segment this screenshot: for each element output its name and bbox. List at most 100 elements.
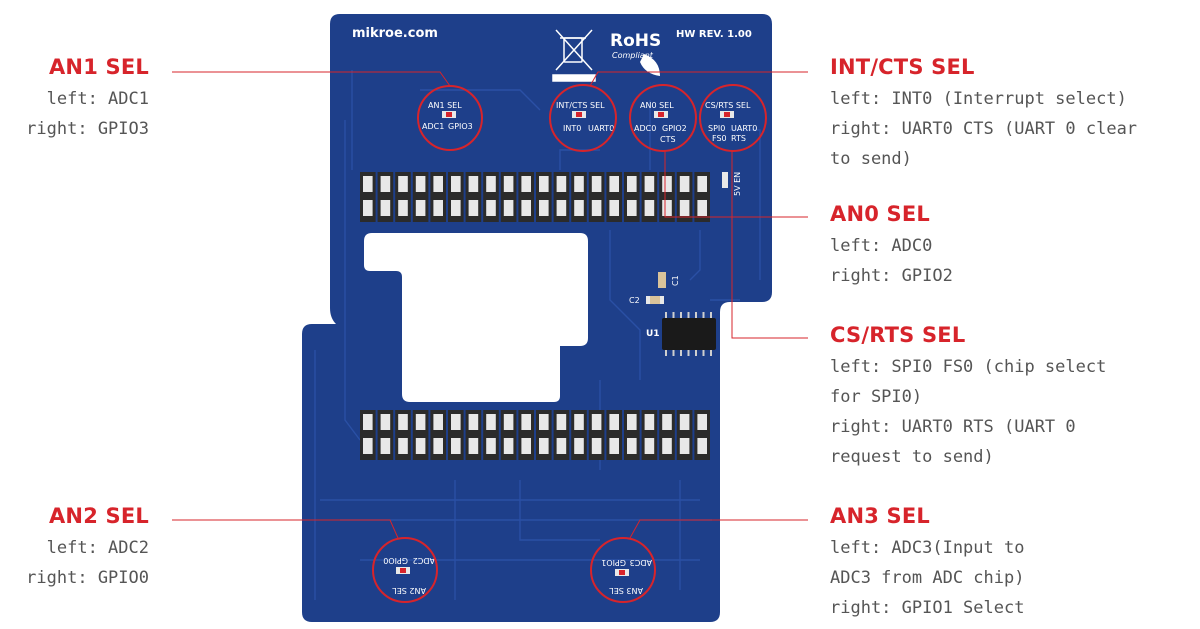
header-pad (556, 176, 567, 192)
header-pad (662, 176, 672, 192)
brand-label: mikroe.com (352, 26, 438, 41)
header-pad (574, 438, 584, 454)
header-pad (521, 414, 531, 430)
header-pad (644, 414, 655, 430)
annotation-an1: AN1 SEL left: ADC1 right: GPIO3 (26, 54, 149, 144)
header-pad (679, 438, 690, 454)
pin-header-top (360, 172, 710, 222)
callout-circle-an3 (590, 537, 656, 603)
leader-csrts (731, 151, 808, 339)
header-pad (468, 200, 479, 216)
header-pad (609, 414, 619, 430)
header-pad (574, 176, 584, 192)
callout-circle-intcts (549, 84, 617, 152)
header-pad (556, 414, 567, 430)
annotation-intcts-line: left: INT0 (Interrupt select) (830, 89, 1127, 109)
header-pad (539, 176, 549, 192)
header-pad (697, 200, 707, 216)
header-pad (556, 200, 567, 216)
pin-header-bottom (360, 410, 710, 460)
intcts-silk-right: UART0 (588, 124, 614, 133)
header-pad (627, 414, 637, 430)
jumper-an1: AN1 SEL ADC1 GPIO3 (422, 101, 473, 131)
jumper-an0: AN0 SEL ADC0 GPIO2 CTS (634, 101, 687, 144)
chip-u1: U1 (646, 312, 716, 356)
header-pad (415, 200, 426, 216)
an1-silk-left: ADC1 (422, 122, 444, 131)
header-pad (433, 438, 443, 454)
fiveven-silk: 5V EN (733, 172, 742, 196)
annotation-intcts-line: right: UART0 CTS (UART 0 clear (830, 119, 1138, 139)
annotation-an3-line: left: ADC3(Input to (830, 538, 1025, 558)
callout-circle-an2 (372, 537, 438, 603)
jumper-5v-en: 5V EN (722, 172, 742, 196)
annotation-an2-title: AN2 SEL (48, 504, 149, 528)
header-pad (398, 414, 408, 430)
header-pad (503, 438, 514, 454)
header-pad (679, 414, 690, 430)
header-pad (662, 200, 672, 216)
header-pad (363, 438, 373, 454)
header-pad (627, 176, 637, 192)
header-pad (468, 438, 479, 454)
header-pad (451, 200, 461, 216)
rohs-text: RoHS (610, 31, 661, 51)
header-pad (574, 414, 584, 430)
an0-silk-extra: CTS (660, 135, 676, 144)
header-pad (644, 176, 655, 192)
header-pad (556, 438, 567, 454)
annotation-an0-line: left: ADC0 (830, 236, 933, 256)
header-pad (697, 176, 707, 192)
header-pad (503, 200, 514, 216)
header-pad (539, 200, 549, 216)
leader-an3 (629, 519, 808, 539)
header-pad (433, 176, 443, 192)
header-pad (380, 438, 391, 454)
annotation-an2-line: left: ADC2 (46, 538, 149, 558)
annotation-an2: AN2 SEL left: ADC2 right: GPIO0 (26, 503, 149, 593)
an1-silk-right: GPIO3 (448, 122, 473, 131)
header-pad (591, 176, 602, 192)
header-pad (451, 176, 461, 192)
header-pad (574, 200, 584, 216)
callout-circle-csrts (699, 84, 767, 152)
csrts-silk-extra-left: FS0 (712, 134, 727, 143)
header-pad (521, 176, 531, 192)
header-pad (363, 200, 373, 216)
header-pad (609, 176, 619, 192)
rohs-sub-text: Compliant (612, 51, 654, 60)
header-pad (662, 438, 672, 454)
header-pad (380, 414, 391, 430)
annotation-an3-line: right: GPIO1 Select (830, 598, 1025, 618)
header-pad (539, 414, 549, 430)
header-pad (363, 176, 373, 192)
header-pad (591, 200, 602, 216)
annotation-csrts: CS/RTS SEL left: SPI0 FS0 (chip select f… (830, 322, 1106, 472)
annotation-an3-line: ADC3 from ADC chip) (830, 568, 1025, 588)
c1-silk: C1 (671, 275, 680, 286)
header-pad (679, 200, 690, 216)
intcts-silk-title: INT/CTS SEL (556, 101, 605, 110)
header-pad (486, 200, 496, 216)
header-pad (415, 438, 426, 454)
header-pad (591, 438, 602, 454)
annotation-csrts-line: for SPI0) (830, 387, 923, 407)
header-pad (415, 176, 426, 192)
callout-circle-an0 (629, 84, 697, 152)
leader-an2 (172, 519, 399, 539)
leader-an1 (172, 71, 451, 87)
an1-silk-title: AN1 SEL (428, 101, 462, 110)
header-pad (679, 176, 690, 192)
leader-intcts (589, 71, 808, 87)
an3-silk-right: GPIO1 (601, 558, 626, 567)
header-pad (363, 414, 373, 430)
header-pad (609, 200, 619, 216)
annotation-an3-title: AN3 SEL (830, 504, 931, 528)
header-pad (415, 414, 426, 430)
annotation-an0-title: AN0 SEL (830, 202, 931, 226)
header-pad (521, 438, 531, 454)
csrts-silk-extra-right: RTS (731, 134, 746, 143)
annotation-an0-line: right: GPIO2 (830, 266, 953, 286)
leader-an0 (664, 151, 808, 218)
